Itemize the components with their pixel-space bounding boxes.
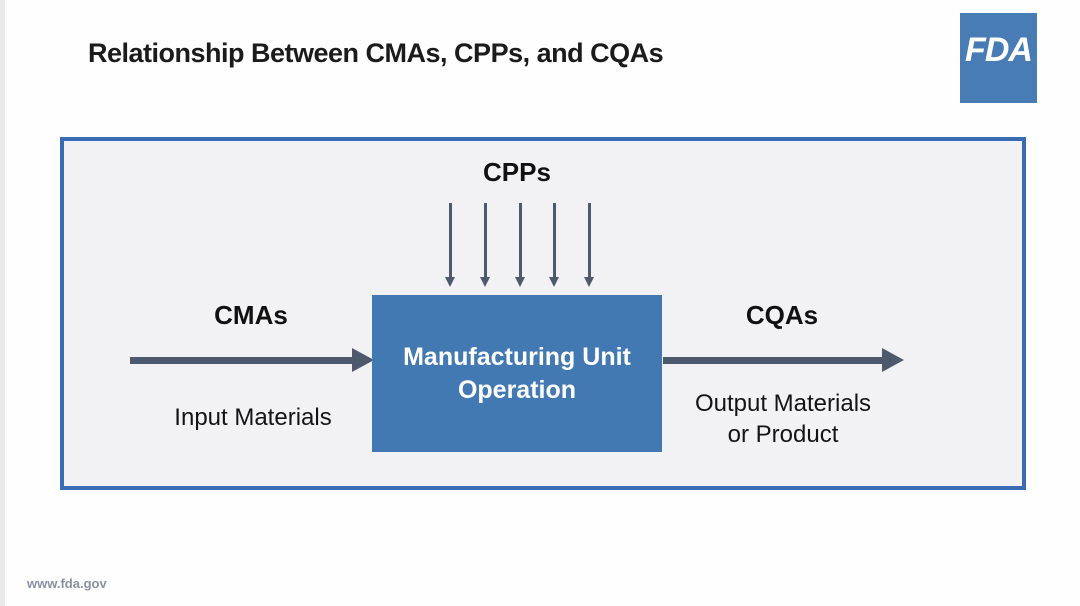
fda-logo-text: FDA [965, 30, 1033, 69]
process-box-line1: Manufacturing Unit [403, 342, 631, 371]
process-box-line2: Operation [457, 375, 577, 404]
arrow-shaft [130, 356, 354, 364]
cpp-arrow-icon [584, 203, 595, 287]
arrow-head-icon [352, 348, 374, 372]
cpp-arrows [445, 203, 595, 287]
footer-url: www.fda.gov [27, 576, 107, 591]
cmas-label: CMAs [214, 300, 288, 330]
output-label-line2: or Product [727, 421, 839, 448]
manufacturing-unit-operation-box: Manufacturing Unit Operation [372, 295, 662, 452]
slide-title: Relationship Between CMAs, CPPs, and CQA… [88, 38, 664, 68]
output-materials-label: Output Materials or Product [663, 388, 903, 450]
cpps-label: CPPs [483, 157, 551, 187]
cpp-arrow-icon [479, 203, 491, 287]
cpp-arrow-icon [445, 203, 456, 287]
cpp-arrow-icon [514, 203, 526, 287]
output-label-line1: Output Materials [694, 390, 872, 417]
cpp-arrow-icon [549, 203, 560, 287]
input-materials-label: Input Materials [174, 404, 332, 431]
arrow-head-icon [882, 348, 904, 372]
cqas-output-arrow [663, 348, 904, 372]
left-edge-strip [0, 0, 5, 606]
cmas-input-arrow [130, 348, 374, 372]
arrow-shaft [663, 356, 882, 364]
cqas-label: CQAs [745, 300, 819, 330]
fda-logo: FDA [960, 13, 1037, 103]
